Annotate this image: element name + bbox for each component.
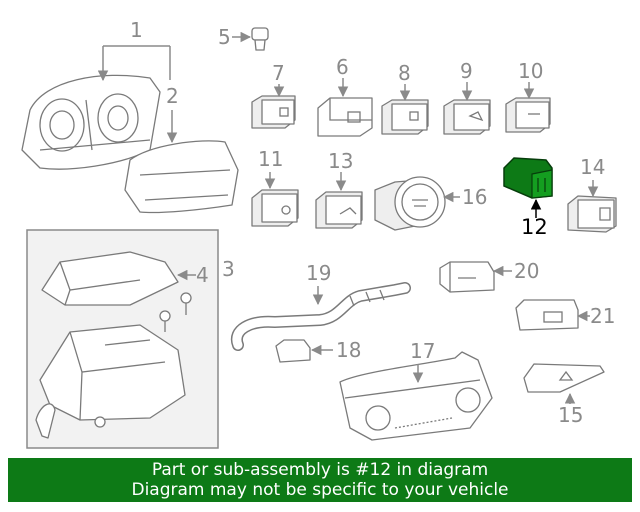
callout-15: 15 <box>558 403 583 427</box>
part-6-switch-panel <box>317 97 373 137</box>
part-12-highlighted-switch <box>503 157 553 199</box>
part-13-switch <box>315 191 363 229</box>
part-11-switch <box>251 189 299 227</box>
part-16-switch-knob <box>374 176 446 231</box>
callout-5: 5 <box>218 25 231 49</box>
callout-1: 1 <box>130 18 143 42</box>
callout-7: 7 <box>272 61 285 85</box>
part-15-hazard-switch <box>523 363 605 393</box>
part-19-cable <box>230 282 411 351</box>
part-8-switch <box>381 99 429 135</box>
callout-13: 13 <box>328 149 353 173</box>
callout-18: 18 <box>336 338 361 362</box>
callout-19: 19 <box>306 261 331 285</box>
callout-20: 20 <box>514 259 539 283</box>
part-5-clip <box>251 27 269 51</box>
callout-6: 6 <box>336 55 349 79</box>
callout-10: 10 <box>518 59 543 83</box>
banner-line-2: Diagram may not be specific to your vehi… <box>131 480 509 500</box>
callout-14: 14 <box>580 155 605 179</box>
part-7-switch <box>251 95 296 129</box>
part-20-connector <box>439 261 495 293</box>
callout-21: 21 <box>590 304 615 328</box>
callout-3: 3 <box>222 257 235 281</box>
callout-2: 2 <box>166 84 179 108</box>
part-1-instrument-cluster <box>21 74 161 170</box>
part-3-assembly-box <box>26 229 219 449</box>
callout-4: 4 <box>196 263 209 287</box>
part-2-cluster-housing <box>124 140 239 214</box>
callout-9: 9 <box>460 59 473 83</box>
part-18-connector <box>275 339 311 363</box>
info-banner: Part or sub-assembly is #12 in diagram D… <box>8 458 632 502</box>
part-10-switch <box>505 97 551 133</box>
callout-8: 8 <box>398 61 411 85</box>
part-14-switch <box>567 195 617 233</box>
callout-17: 17 <box>410 339 435 363</box>
callout-16: 16 <box>462 185 487 209</box>
part-17-bezel <box>339 351 493 441</box>
part-21-module <box>515 299 579 331</box>
banner-line-1: Part or sub-assembly is #12 in diagram <box>151 460 489 480</box>
part-9-switch <box>443 99 491 135</box>
callout-11: 11 <box>258 147 283 171</box>
callout-12: 12 <box>521 215 548 239</box>
